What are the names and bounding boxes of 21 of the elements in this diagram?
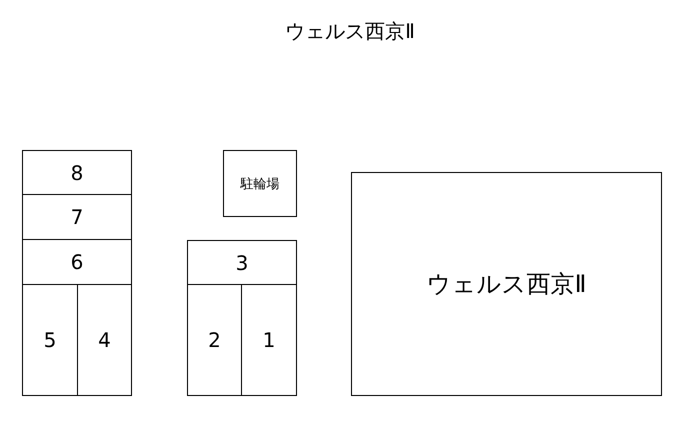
building-outline xyxy=(351,172,662,396)
parking-space xyxy=(77,284,132,396)
space-number: 7 xyxy=(70,205,84,229)
space-number: 2 xyxy=(208,328,221,352)
parking-space xyxy=(241,284,297,396)
area-label: 駐輪場 xyxy=(240,176,280,192)
space-number: 1 xyxy=(262,328,276,352)
plan-title: ウェルス西京Ⅱ xyxy=(285,18,415,45)
parking-space xyxy=(22,150,132,195)
space-number: 5 xyxy=(44,328,56,352)
parking-space xyxy=(22,239,132,285)
space-number: 8 xyxy=(70,160,84,184)
space-number: 3 xyxy=(236,250,248,274)
bicycle-parking-area xyxy=(223,150,297,217)
parking-space xyxy=(187,240,297,285)
space-number: 4 xyxy=(98,328,111,352)
parking-space xyxy=(187,284,242,396)
parking-space xyxy=(22,284,78,396)
parking-space xyxy=(22,194,132,240)
building-name: ウェルス西京Ⅱ xyxy=(426,269,586,300)
space-number: 6 xyxy=(70,250,84,274)
